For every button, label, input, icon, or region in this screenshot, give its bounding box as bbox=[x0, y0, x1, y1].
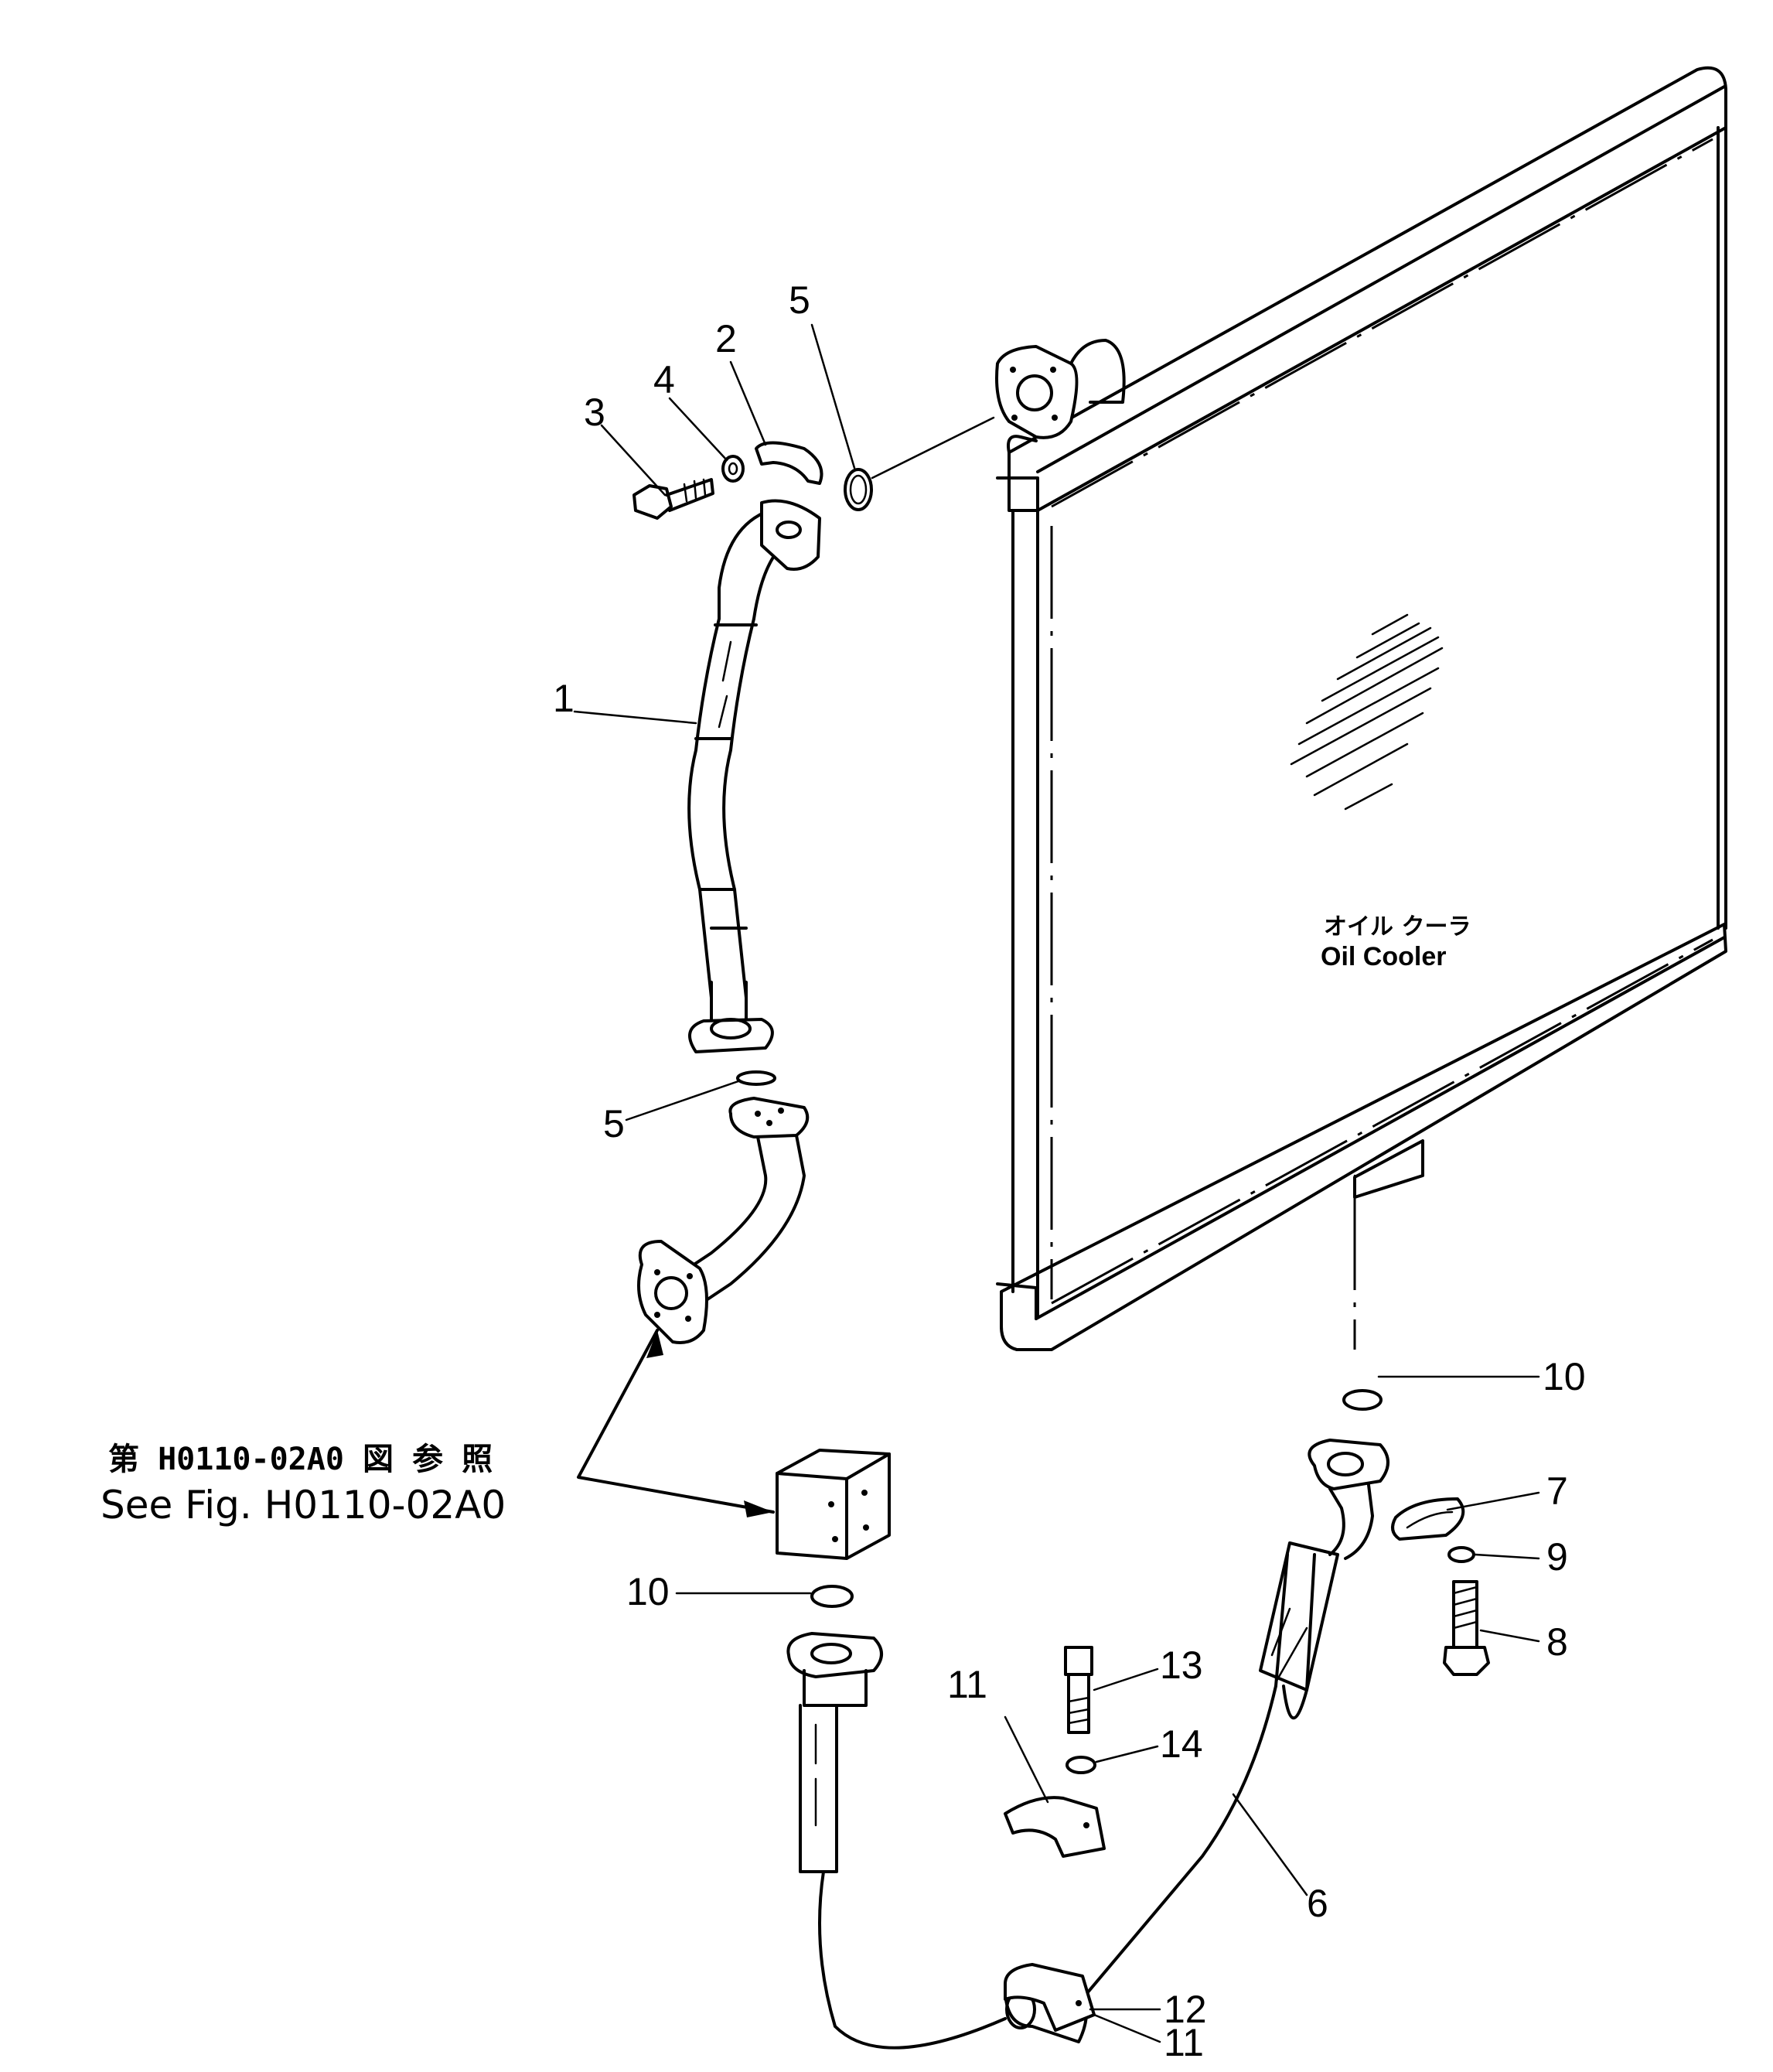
reference-text-en: See Fig. H0110-02A0 bbox=[101, 1483, 506, 1528]
washer-4 bbox=[721, 455, 745, 483]
callout-14: 14 bbox=[1160, 1722, 1203, 1766]
callout-9: 9 bbox=[1546, 1535, 1568, 1579]
oil-cooler-label-jp: オイル クーラ bbox=[1324, 913, 1471, 940]
callout-2: 2 bbox=[715, 317, 737, 360]
upper-flange bbox=[995, 339, 1126, 439]
hose-6 bbox=[786, 1439, 1389, 2050]
callout-6: 6 bbox=[1307, 1882, 1328, 1925]
callout-10-right: 10 bbox=[1543, 1355, 1586, 1398]
split-flange-7 bbox=[1391, 1497, 1465, 1541]
leader-lines bbox=[573, 323, 1540, 2043]
callout-11-lower: 11 bbox=[1164, 2021, 1204, 2064]
callout-12: 12 bbox=[1164, 1988, 1207, 2031]
o-ring-5-lower bbox=[736, 1070, 776, 1086]
hose-1 bbox=[687, 499, 821, 1053]
callout-8: 8 bbox=[1546, 1620, 1568, 1664]
clamp-11-upper bbox=[1004, 1796, 1106, 1858]
callout-13: 13 bbox=[1160, 1644, 1203, 1687]
o-ring-10-left bbox=[810, 1585, 854, 1608]
oil-cooler: オイル クーラ Oil Cooler bbox=[995, 66, 1727, 1351]
callout-10-left: 10 bbox=[626, 1570, 670, 1613]
o-ring-10-right bbox=[1342, 1389, 1383, 1411]
callout-4: 4 bbox=[653, 358, 675, 401]
callout-11-upper: 11 bbox=[947, 1663, 987, 1706]
bolt-13 bbox=[1064, 1646, 1093, 1734]
split-flange-2 bbox=[755, 441, 823, 485]
callout-3: 3 bbox=[584, 391, 605, 434]
bolt-8 bbox=[1443, 1580, 1490, 1676]
washer-14 bbox=[1066, 1756, 1096, 1774]
reference-leader bbox=[577, 1329, 775, 1514]
lower-elbow-fitting bbox=[637, 1097, 810, 1344]
o-ring-5-top bbox=[844, 468, 873, 511]
oil-cooler-label-en: Oil Cooler bbox=[1321, 942, 1446, 971]
washer-9 bbox=[1447, 1546, 1475, 1563]
callout-1: 1 bbox=[553, 677, 575, 720]
callout-5-lower: 5 bbox=[603, 1102, 625, 1145]
reference-text-jp: 第 H0110-02A0 図 参 照 bbox=[108, 1442, 493, 1477]
clamp-11-lower bbox=[1004, 1963, 1096, 2032]
valve-block bbox=[776, 1449, 891, 1560]
core-hatching bbox=[1290, 613, 1444, 811]
bolt-3 bbox=[632, 478, 714, 520]
callout-5-top: 5 bbox=[789, 278, 810, 322]
callout-7: 7 bbox=[1546, 1470, 1568, 1513]
